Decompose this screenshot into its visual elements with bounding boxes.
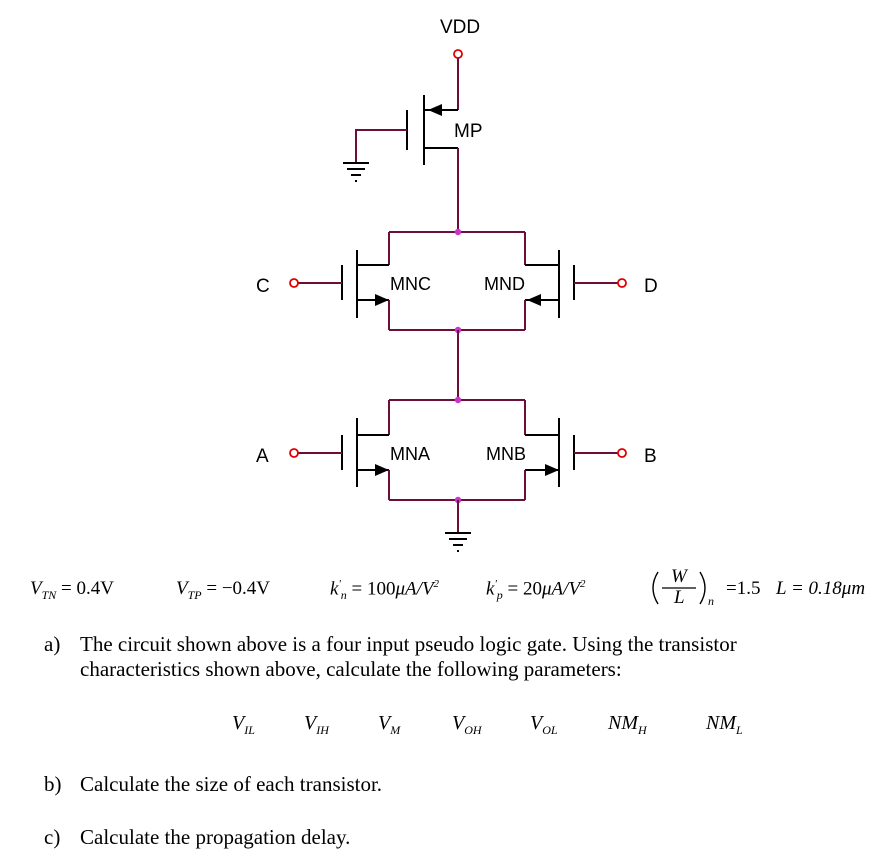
var-vih: VIH (304, 712, 329, 737)
c-terminal (289, 278, 299, 288)
transistor-mna: MNA (341, 400, 430, 500)
question-c: c)Calculate the propagation delay. (44, 825, 351, 849)
var-nml: NML (706, 712, 743, 737)
param-vtn: VTN = 0.4V (30, 578, 114, 602)
var-nmh: NMH (608, 712, 647, 737)
mnd-label: MND (484, 274, 525, 294)
a-label: A (256, 446, 269, 467)
b-label: B (644, 446, 657, 467)
b-terminal (617, 448, 627, 458)
transistor-mnd: MND (484, 232, 575, 330)
var-vol: VOL (530, 712, 558, 737)
param-vtp: VTP = −0.4V (176, 578, 271, 602)
mp-label: MP (454, 121, 483, 142)
question-a: a)The circuit shown above is a four inpu… (44, 632, 737, 681)
ground-icon (445, 532, 471, 552)
mnc-label: MNC (390, 274, 431, 294)
mp-gate-wire (355, 129, 407, 162)
c-label: C (256, 276, 270, 297)
ground-icon (343, 162, 369, 182)
param-kp: k'p = 20μA/V2 (486, 578, 586, 603)
var-vm: VM (378, 712, 401, 737)
param-length: L = 0.18μm (776, 578, 866, 599)
node-out (454, 228, 462, 236)
var-voh: VOH (452, 712, 482, 737)
transistor-parameters: VTN = 0.4V VTP = −0.4V k'n = 100μA/V2 k'… (30, 566, 890, 608)
a-terminal (289, 448, 299, 458)
mna-label: MNA (390, 444, 430, 464)
d-label: D (644, 276, 658, 297)
transistor-mnc: MNC (341, 232, 431, 330)
parameter-list: VIL VIH VM VOH VOL NMH NML (0, 712, 895, 742)
vdd-label: VDD (440, 17, 480, 38)
mnb-label: MNB (486, 444, 526, 464)
transistor-mp: MP (406, 95, 483, 165)
param-wl-ratio: W L n =1.5 (644, 566, 764, 608)
transistor-mnb: MNB (486, 400, 575, 500)
var-vil: VIL (232, 712, 255, 737)
node-lower-top (454, 396, 462, 404)
circuit-schematic: VDD MP MNC C (256, 17, 658, 552)
vdd-terminal (453, 49, 463, 59)
param-kn: k'n = 100μA/V2 (330, 578, 440, 603)
d-terminal (617, 278, 627, 288)
question-b: b)Calculate the size of each transistor. (44, 772, 383, 796)
